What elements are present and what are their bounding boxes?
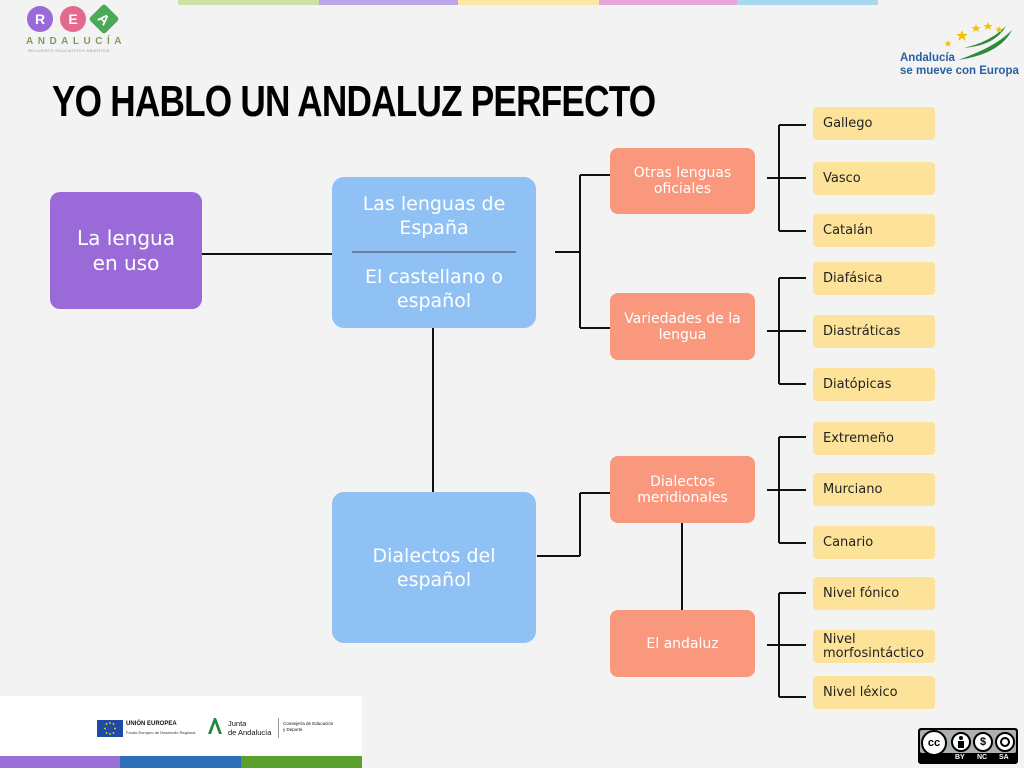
sa-icon	[995, 732, 1015, 752]
leaf-diatopicas-label: Diatópicas	[823, 376, 892, 392]
leaf-vasco-label: Vasco	[823, 170, 861, 186]
leaf-extremeno-label: Extremeño	[823, 430, 894, 446]
andalucia-europa-logo: Andalucía se mueve con Europa	[900, 20, 1019, 80]
node-la-lengua-en-uso: La lengua en uso	[50, 192, 202, 309]
leaf-catalan-label: Catalán	[823, 222, 873, 238]
topbar-segment-1	[178, 0, 319, 5]
node-dialectos-del-espanol-label: Dialectos del español	[372, 544, 496, 591]
leaf-vasco: Vasco	[813, 162, 935, 195]
footer-bar-blue	[120, 756, 241, 768]
rea-letter-e: E	[60, 6, 86, 32]
footer-divider	[278, 718, 279, 738]
topbar-segment-2	[319, 0, 458, 5]
node-meridionales-label: Dialectos meridionales	[637, 473, 728, 506]
cc-license-badge: cc $ BY NC SA	[918, 728, 1018, 764]
leaf-nivel-fonico: Nivel fónico	[813, 577, 935, 610]
footer-logos-panel: UNIÓN EUROPEA Fondo Europeo de Desarroll…	[0, 696, 362, 756]
footer-bar-purple	[0, 756, 120, 768]
node-otras-lenguas: Otras lenguas oficiales	[610, 148, 755, 214]
leaf-diastraticas-label: Diastráticas	[823, 323, 901, 339]
node-la-lengua-en-uso-label: La lengua en uso	[77, 225, 175, 275]
junta-line1: Junta	[228, 719, 247, 728]
leaf-murciano: Murciano	[813, 473, 935, 506]
cc-icon: cc	[921, 730, 947, 756]
leaf-extremeno: Extremeño	[813, 422, 935, 455]
leaf-gallego-label: Gallego	[823, 115, 873, 131]
cc-label-by: BY	[955, 754, 965, 761]
node-castellano-label: El castellano o español	[365, 266, 503, 312]
star-swoosh-icon	[944, 22, 1012, 60]
cc-label-sa: SA	[999, 754, 1009, 761]
cc-label-nc: NC	[977, 754, 988, 761]
node-el-andaluz: El andaluz	[610, 610, 755, 677]
topbar-segment-3	[458, 0, 599, 5]
junta-line2: de Andalucía	[228, 728, 272, 737]
leaf-canario: Canario	[813, 526, 935, 559]
leaf-canario-label: Canario	[823, 534, 874, 550]
rea-logo-name: ANDALUCÍA	[26, 36, 126, 47]
eu-subtitle: Fondo Europeo de Desarrollo Regional	[126, 730, 196, 735]
eu-title: UNIÓN EUROPEA	[126, 721, 177, 727]
consejeria-line1: Consejería de Educación	[283, 721, 334, 726]
node-dialectos-del-espanol: Dialectos del español	[332, 492, 536, 643]
europa-logo-line2: se mueve con Europa	[900, 65, 1019, 77]
rea-logo: R E A ANDALUCÍA RECURSOS EDUCATIVOS ABIE…	[24, 3, 126, 54]
node-lenguas-de-espana-label: Las lenguas de España	[362, 193, 506, 239]
node-el-andaluz-label: El andaluz	[646, 635, 719, 652]
leaf-diatopicas: Diatópicas	[813, 368, 935, 401]
leaf-nivel-lexico: Nivel léxico	[813, 676, 935, 709]
node-variedades-label: Variedades de la lengua	[624, 310, 741, 343]
leaf-diafasica: Diafásica	[813, 262, 935, 295]
topbar-segment-5	[737, 0, 878, 5]
nc-icon: $	[973, 732, 993, 752]
topbar-segment-4	[599, 0, 737, 5]
node-meridionales: Dialectos meridionales	[610, 456, 755, 523]
leaf-murciano-label: Murciano	[823, 481, 883, 497]
node-otras-lenguas-label: Otras lenguas oficiales	[633, 165, 732, 197]
node-lenguas-de-espana: Las lenguas de España El castellano o es…	[332, 177, 536, 328]
leaf-nivel-morfosintactico-label: Nivel morfosintáctico	[823, 631, 925, 661]
leaf-nivel-fonico-label: Nivel fónico	[823, 585, 900, 601]
rea-logo-tagline: RECURSOS EDUCATIVOS ABIERTOS	[28, 48, 110, 53]
junta-logo-icon	[208, 718, 222, 734]
leaf-diafasica-label: Diafásica	[823, 270, 883, 286]
rea-letter-r: R	[27, 6, 53, 32]
eu-flag-icon	[97, 720, 123, 737]
leaf-catalan: Catalán	[813, 214, 935, 247]
leaf-gallego: Gallego	[813, 107, 935, 140]
node-variedades: Variedades de la lengua	[610, 293, 755, 360]
leaf-nivel-morfosintactico: Nivel morfosintáctico	[813, 630, 935, 663]
leaf-nivel-lexico-label: Nivel léxico	[823, 684, 898, 700]
page-title: YO HABLO UN ANDALUZ PERFECTO	[52, 77, 656, 126]
footer-bar-green	[241, 756, 362, 768]
europa-logo-line1: Andalucía	[900, 52, 955, 64]
consejeria-line2: y Deporte	[283, 727, 303, 732]
by-icon	[951, 732, 971, 752]
leaf-diastraticas: Diastráticas	[813, 315, 935, 348]
node-divider	[352, 251, 516, 253]
